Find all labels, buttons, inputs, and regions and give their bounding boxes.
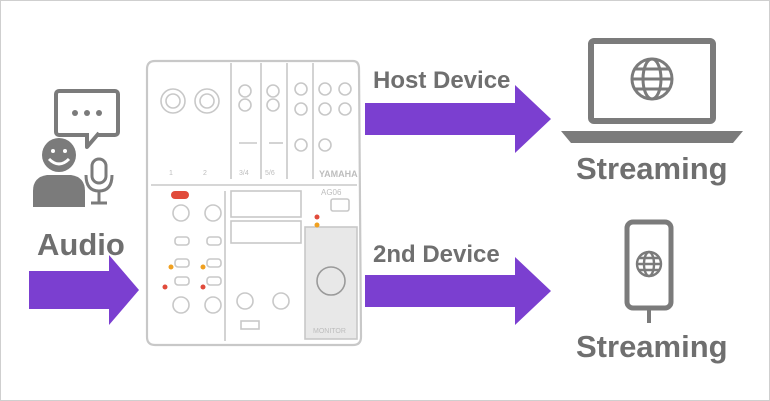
second-device-arrow — [365, 257, 551, 325]
host-device-label: Host Device — [373, 67, 511, 94]
mixer-model: AG06 — [321, 188, 342, 197]
person-icon — [33, 138, 85, 207]
mixer-device: YAMAHA AG06 1 2 3/4 5/6 MONITOR — [145, 59, 363, 347]
laptop-icon — [561, 38, 743, 143]
speech-bubble-icon — [54, 89, 120, 149]
globe-icon — [630, 57, 674, 101]
channel-2-label: 2 — [203, 170, 207, 177]
audio-input-arrow — [29, 255, 139, 325]
smartphone-icon — [624, 219, 674, 323]
monitor-label: MONITOR — [313, 328, 346, 335]
host-device-arrow — [365, 85, 551, 153]
channel-3-4-label: 3/4 — [239, 170, 249, 177]
microphone-icon — [84, 157, 114, 205]
globe-icon — [635, 250, 663, 278]
channel-5-6-label: 5/6 — [265, 170, 275, 177]
streaming-top-label: Streaming — [576, 151, 728, 186]
speaker-illustration — [33, 89, 120, 207]
audio-label: Audio — [37, 227, 125, 262]
mixer-brand: YAMAHA — [319, 169, 358, 179]
channel-1-label: 1 — [169, 170, 173, 177]
second-device-label: 2nd Device — [373, 241, 500, 268]
streaming-bottom-label: Streaming — [576, 329, 728, 364]
